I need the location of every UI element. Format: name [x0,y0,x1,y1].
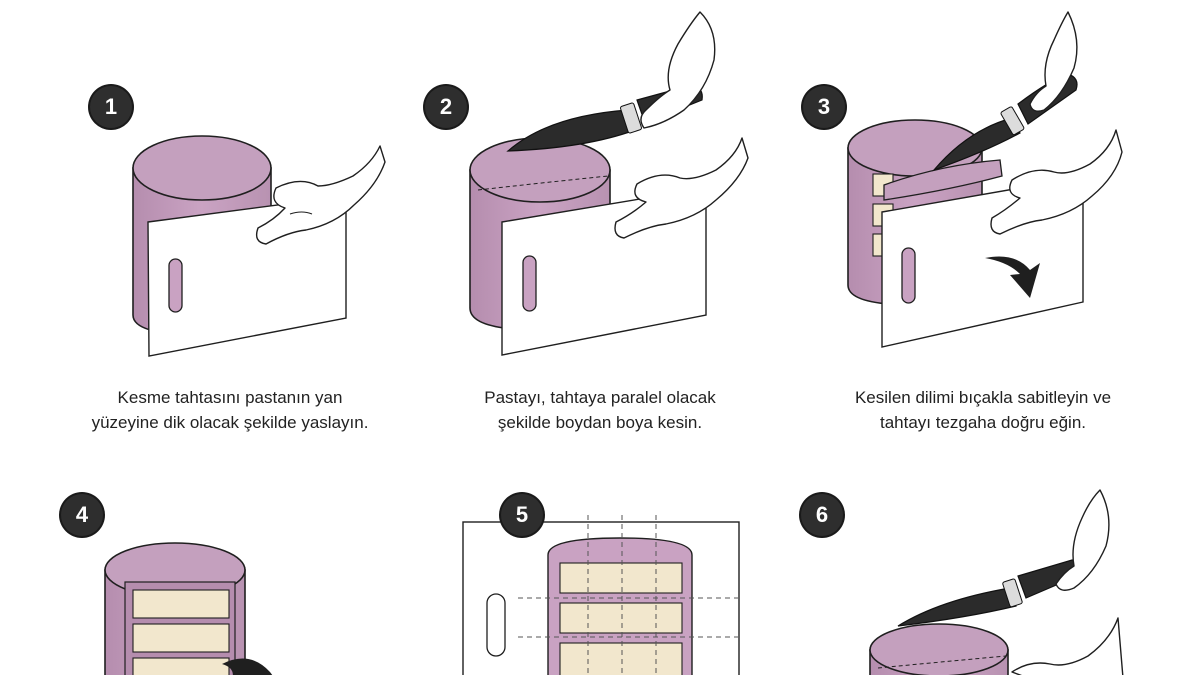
cake-slices-grid-icon [518,515,738,675]
hand-icon [255,145,386,245]
curved-arrow-icon [222,658,273,675]
step-6-illustration [869,489,1124,675]
step-4-illustration [104,542,273,675]
step-4-badge: 4 [61,494,103,536]
hand-icon [990,11,1123,235]
step-1-caption-line-2: yüzeyine dik olacak şekilde yaslayın. [91,413,369,432]
step-3-caption: Kesilen dilimi bıçakla sabitleyin ve tah… [793,385,1173,435]
step-5-badge: 5 [501,494,543,536]
cutting-board-icon [147,195,347,357]
step-3-badge: 3 [803,86,845,128]
cutting-board-icon [501,187,707,356]
step-6-badge: 6 [801,494,843,536]
knife-icon [897,559,1083,627]
cake-icon [104,542,246,675]
step-2-caption-line-2: şekilde boydan boya kesin. [497,413,703,432]
step-1-badge: 1 [90,86,132,128]
step-1-caption: Kesme tahtasını pastanın yan yüzeyine di… [40,385,420,435]
step-3-caption-line-2: tahtayı tezgaha doğru eğin. [879,413,1087,432]
step-3-illustration [847,11,1123,348]
cake-icon [869,623,1009,675]
step-5-illustration [462,515,740,675]
step-3-caption-line-1: Kesilen dilimi bıçakla sabitleyin ve [854,388,1112,407]
curved-arrow-icon [985,256,1040,298]
hand-icon [1011,489,1124,675]
step-2-illustration [469,11,749,356]
step-1-illustration [132,135,386,357]
step-2-badge: 2 [425,86,467,128]
step-2-caption-line-1: Pastayı, tahtaya paralel olacak [484,388,716,407]
step-1-caption-line-1: Kesme tahtasını pastanın yan [117,388,343,407]
hand-icon [614,11,749,239]
step-2-caption: Pastayı, tahtaya paralel olacak şekilde … [410,385,790,435]
